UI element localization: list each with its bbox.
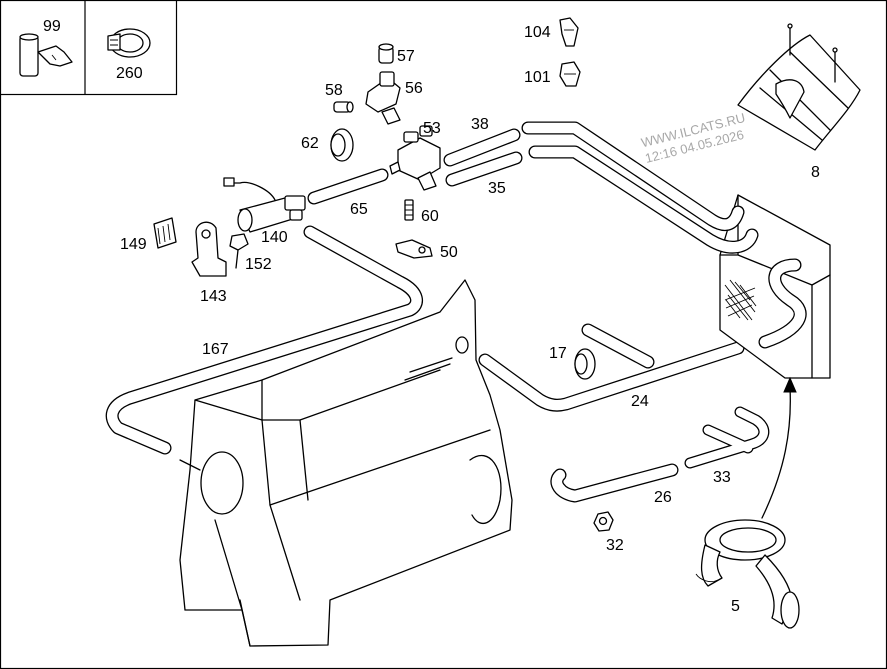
- part-143-bracket: [191, 221, 227, 277]
- callout-35[interactable]: 35: [488, 180, 506, 197]
- part-57-cap: [378, 43, 394, 64]
- watermark: WWW.ILCATS.RU 12:16 04.05.2026: [640, 110, 747, 166]
- part-56-valve: [365, 71, 401, 125]
- hose-35: [445, 145, 759, 254]
- part-99-icon: [19, 33, 73, 77]
- part-8-bracket: [737, 23, 861, 151]
- hose-26: [550, 463, 679, 503]
- part-32-nut: [593, 511, 614, 532]
- callout-5[interactable]: 5: [731, 598, 740, 615]
- hose-38: [443, 121, 745, 231]
- legend-box: 99 260: [0, 0, 178, 96]
- part-58-sleeve: [333, 101, 354, 113]
- callout-33[interactable]: 33: [713, 469, 731, 486]
- part-53-valve: [389, 125, 441, 191]
- callout-38[interactable]: 38: [471, 116, 489, 133]
- part-60-fitting: [404, 199, 414, 221]
- part-104-clip: [559, 17, 579, 47]
- callout-60[interactable]: 60: [421, 208, 439, 225]
- legend-label-260[interactable]: 260: [116, 65, 143, 82]
- assembly-arrow: [761, 376, 797, 519]
- hose-24: [478, 323, 745, 412]
- callout-65[interactable]: 65: [350, 201, 368, 218]
- part-62-grommet: [330, 128, 354, 162]
- callout-17[interactable]: 17: [549, 345, 567, 362]
- callout-53[interactable]: 53: [423, 120, 441, 137]
- callout-140[interactable]: 140: [261, 229, 288, 246]
- callout-58[interactable]: 58: [325, 82, 343, 99]
- part-140-pump: [223, 177, 306, 233]
- callout-104[interactable]: 104: [524, 24, 551, 41]
- callout-24[interactable]: 24: [631, 393, 649, 410]
- callout-57[interactable]: 57: [397, 48, 415, 65]
- part-260-icon: [107, 28, 151, 58]
- engine-block-outline: [179, 279, 513, 647]
- callout-50[interactable]: 50: [440, 244, 458, 261]
- part-152-bolt: [229, 233, 249, 269]
- callout-149[interactable]: 149: [120, 236, 147, 253]
- callout-32[interactable]: 32: [606, 537, 624, 554]
- callout-152[interactable]: 152: [245, 256, 272, 273]
- part-5-duct: [695, 519, 800, 629]
- callout-62[interactable]: 62: [301, 135, 319, 152]
- part-149-connector: [153, 217, 177, 249]
- part-101-clip: [559, 61, 581, 87]
- callout-167[interactable]: 167: [202, 341, 229, 358]
- legend-label-99[interactable]: 99: [43, 18, 61, 35]
- hose-167: [105, 225, 423, 455]
- callout-56[interactable]: 56: [405, 80, 423, 97]
- heater-core-outlet: [758, 258, 807, 349]
- hose-33: [684, 406, 770, 469]
- callout-143[interactable]: 143: [200, 288, 227, 305]
- callout-8[interactable]: 8: [811, 164, 820, 181]
- part-65-hose: [307, 168, 389, 205]
- part-17-grommet: [574, 348, 596, 380]
- callout-101[interactable]: 101: [524, 69, 551, 86]
- callout-labels: 5 8 17 24 26 32 33 35 38 50 53 56 57 58 …: [120, 24, 820, 615]
- part-50-clip: [395, 239, 433, 259]
- callout-26[interactable]: 26: [654, 489, 672, 506]
